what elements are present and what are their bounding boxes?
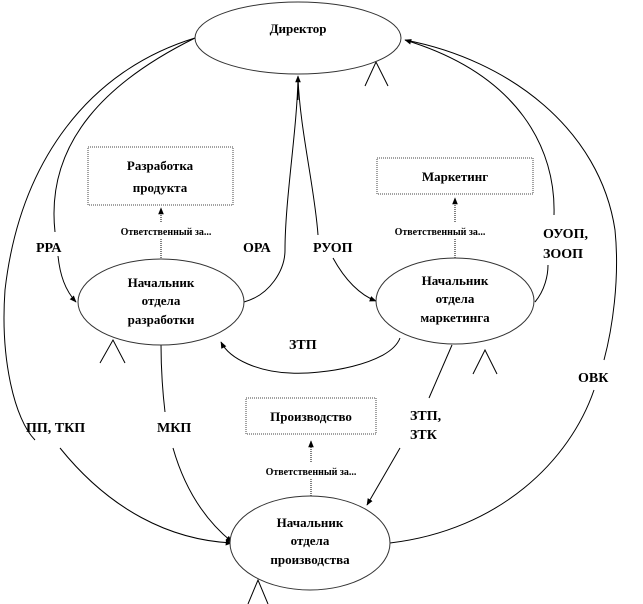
edge-label-ora: ОРА: [243, 241, 272, 256]
edge-label-rra: РРА: [36, 241, 62, 256]
box-production-label: Производство: [270, 409, 352, 424]
edge-label-ouop: ОУОП,: [543, 227, 588, 242]
edge-ztp-ztk-lower: [366, 447, 401, 506]
node-director-label: Директор: [270, 21, 327, 36]
node-prod-head[interactable]: Начальник отдела производства: [229, 495, 391, 591]
edge-label-ztp-2: ЗТП,: [410, 409, 441, 424]
svg-text:Ответственный за...: Ответственный за...: [395, 227, 486, 238]
edge-ztp-ztk-upper: [428, 344, 453, 399]
edge-rra: [53, 37, 196, 233]
tripod-mark-mkt: [472, 348, 498, 375]
box-marketing[interactable]: Маркетинг: [376, 157, 534, 195]
node-dev-head[interactable]: Начальник отдела разработки: [77, 258, 245, 346]
svg-text:Ответственный за...: Ответственный за...: [266, 467, 357, 478]
edge-ora: [243, 77, 299, 303]
node-mkt-head-line-1: Начальник: [422, 273, 489, 288]
edge-rra-lower: [57, 255, 77, 303]
edge-label-ztk: ЗТК: [410, 428, 438, 443]
edge-ovk-lower: [389, 389, 595, 544]
edge-mkp-lower: [172, 447, 233, 543]
edge-pp-tkp-lower: [59, 447, 233, 546]
responsible-label-prod: Ответственный за...: [252, 463, 370, 479]
node-director[interactable]: Директор: [194, 1, 402, 75]
box-product-development-line-1: Разработка: [127, 158, 194, 173]
edge-ovk-upper: [404, 39, 618, 361]
edge-label-ovk: ОВК: [578, 371, 609, 386]
tripod-mark-dev: [99, 338, 126, 364]
edge-label-ruop: РУОП: [313, 241, 353, 256]
edge-label-pp-tkp: ПП, ТКП: [26, 421, 85, 436]
responsible-label-mkt: Ответственный за...: [382, 223, 500, 239]
edge-label-zoop: ЗООП: [543, 247, 583, 262]
node-mkt-head-line-2: отдела: [436, 291, 475, 306]
node-dev-head-line-1: Начальник: [128, 275, 195, 290]
node-prod-head-line-3: производства: [270, 552, 350, 567]
edge-ruop: [297, 77, 319, 236]
edge-pp-tkp-outer: [3, 37, 196, 441]
edge-label-ztp: ЗТП: [289, 338, 317, 353]
tripod-mark-prod: [247, 578, 269, 604]
edge-ruop-lower: [332, 257, 377, 302]
responsible-label-dev: Ответственный за...: [108, 223, 226, 239]
edge-label-mkp: МКП: [157, 421, 191, 436]
box-production[interactable]: Производство: [245, 397, 377, 435]
node-dev-head-line-2: отдела: [142, 293, 181, 308]
box-product-development-line-2: продукта: [133, 180, 188, 195]
node-mkt-head-line-3: маркетинга: [420, 310, 490, 325]
node-prod-head-line-1: Начальник: [277, 515, 344, 530]
svg-text:Ответственный за...: Ответственный за...: [121, 227, 212, 238]
edge-ztp: [220, 337, 401, 374]
edge-mkp-upper: [160, 343, 166, 413]
node-mkt-head[interactable]: Начальник отдела маркетинга: [375, 257, 535, 345]
box-product-development[interactable]: Разработка продукта: [87, 146, 234, 206]
edge-ouop-upper: [404, 39, 555, 216]
edge-ouop-lower: [534, 264, 549, 303]
node-dev-head-line-3: разработки: [128, 312, 195, 327]
box-marketing-label: Маркетинг: [422, 169, 488, 184]
node-prod-head-line-2: отдела: [291, 533, 330, 548]
tripod-mark-director: [364, 60, 389, 87]
